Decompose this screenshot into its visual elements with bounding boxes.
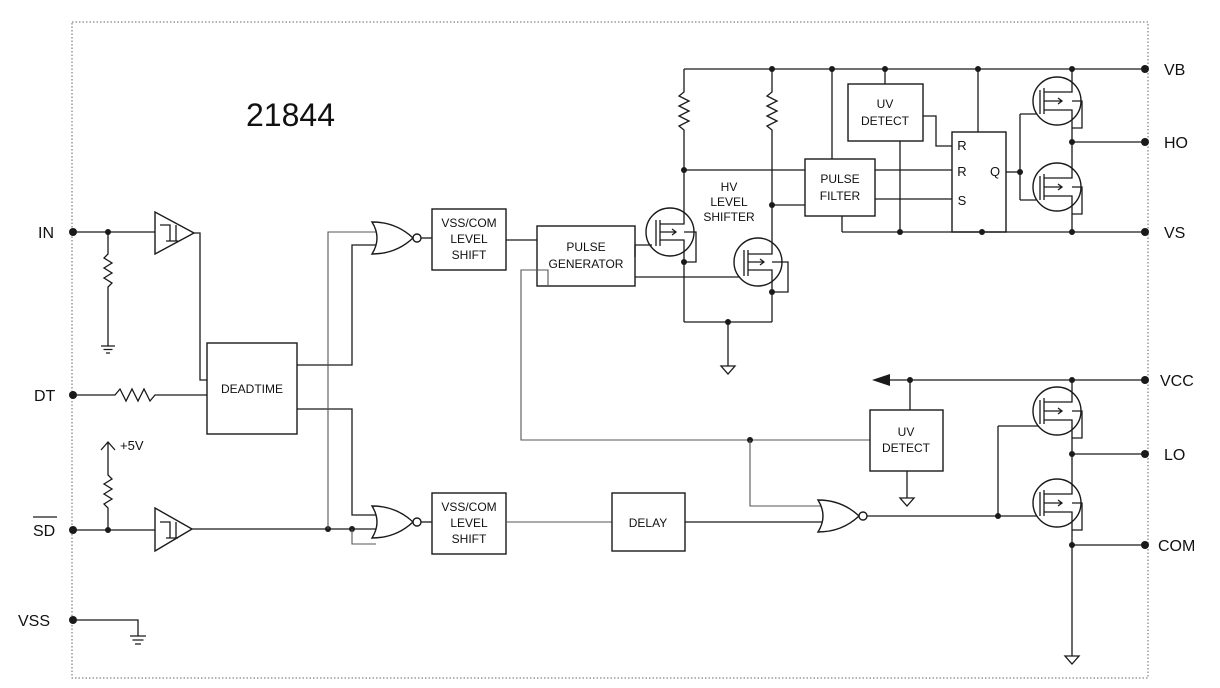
ls-top-line2: LEVEL (450, 232, 488, 246)
pulse-gen-line2: GENERATOR (549, 257, 624, 271)
delay-label: DELAY (629, 516, 667, 530)
package-outline (71, 21, 1149, 679)
nor-gate-low (816, 499, 861, 533)
hv-line2: LEVEL (710, 195, 748, 209)
uv-top-line1: UV (877, 97, 894, 111)
ls-top-line3: SHIFT (452, 248, 487, 262)
latch-r1: R (957, 138, 966, 153)
latch-q: Q (990, 164, 1000, 179)
hv-line1: HV (721, 180, 738, 194)
ls-bot-line2: LEVEL (450, 516, 488, 530)
deadtime-block (206, 342, 298, 435)
ls-bot-line3: SHIFT (452, 532, 487, 546)
nor-gate-top (370, 221, 415, 255)
pin-vb-label: VB (1164, 62, 1185, 79)
supply-label: +5V (120, 438, 144, 453)
pin-com-label: COM (1158, 538, 1195, 555)
input-buffer-sd (154, 506, 194, 553)
uv-bot-line2: DETECT (882, 441, 931, 455)
uv-top-line2: DETECT (861, 114, 910, 128)
input-buffer-in (154, 210, 196, 256)
uv-bot-line1: UV (898, 425, 915, 439)
pin-vs-label: VS (1164, 225, 1185, 242)
ls-top-line1: VSS/COM (441, 216, 496, 230)
delay-block (611, 492, 686, 552)
part-number: 21844 (246, 97, 335, 133)
deadtime-label: DEADTIME (221, 382, 283, 396)
pulse-generator-block (536, 225, 636, 287)
pin-in-label: IN (38, 225, 54, 242)
latch-r2: R (957, 164, 966, 179)
pin-vcc-label: VCC (1160, 373, 1194, 390)
pin-lo-label: LO (1164, 447, 1185, 464)
hv-line3: SHIFTER (703, 210, 755, 224)
pin-sd-label: SD (33, 523, 55, 540)
rs-latch (951, 131, 1007, 233)
pulse-filter-line1: PULSE (820, 172, 859, 186)
pulse-filter-block (804, 158, 876, 217)
pin-vss-label: VSS (18, 613, 50, 630)
uv-detect-top (847, 83, 924, 142)
pulse-filter-line2: FILTER (820, 189, 861, 203)
nor-gate-bottom (370, 505, 415, 539)
ls-bot-line1: VSS/COM (441, 500, 496, 514)
pulse-gen-line1: PULSE (566, 240, 605, 254)
level-shift-bottom (431, 492, 507, 555)
pin-dt-label: DT (34, 388, 56, 405)
level-shift-top (431, 208, 507, 271)
pin-ho-label: HO (1164, 135, 1188, 152)
latch-s: S (958, 193, 967, 208)
